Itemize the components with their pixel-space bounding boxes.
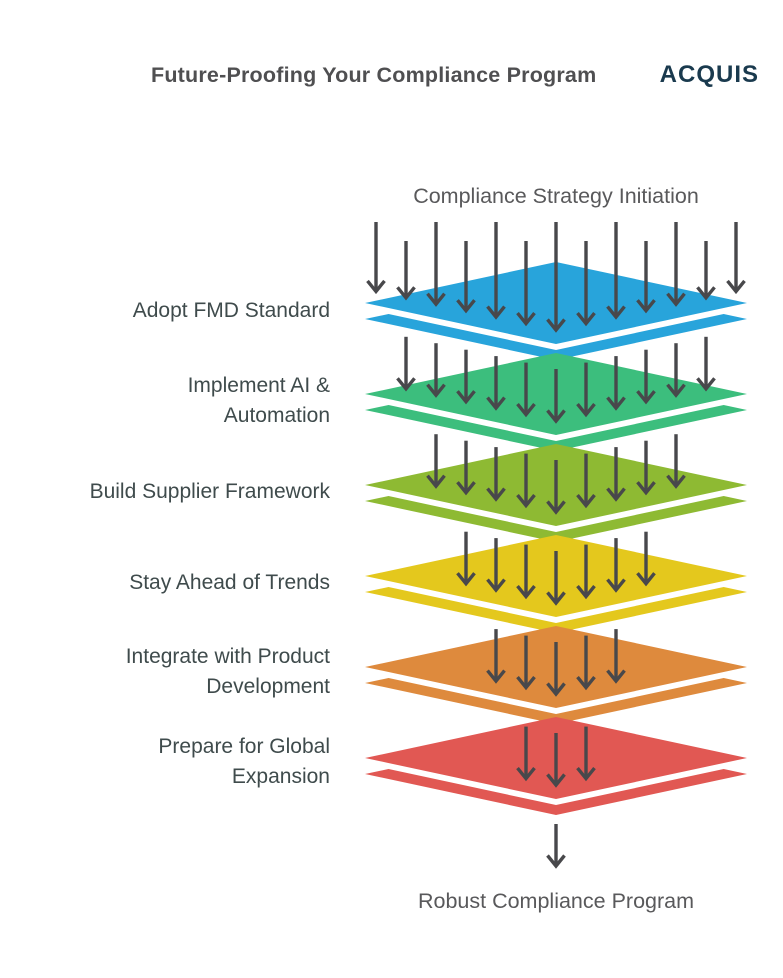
down-arrow-head [546,591,566,606]
down-arrow-head [516,403,536,418]
down-arrow-head [486,669,506,684]
down-arrow-head [516,585,536,600]
down-arrow-head [606,578,626,593]
down-arrow-head [546,854,566,869]
down-arrow-head [666,383,686,398]
layer-label-5: Integrate with Product Development [125,644,330,698]
down-arrow-head [396,377,416,392]
down-arrow-head [606,487,626,502]
down-arrow-head [666,292,686,307]
bottom-caption: Robust Compliance Program [417,889,695,913]
layer-label-6: Prepare for Global Expansion [158,734,330,788]
acquis-logo: ACQUIS [659,61,759,88]
layer-label-4: Stay Ahead of Trends [129,570,330,594]
down-arrow-head [726,279,746,295]
down-arrow-head [576,312,596,327]
down-arrow-head [576,494,596,509]
down-arrow-head [366,279,386,295]
arrow-row-2 [396,336,716,424]
down-arrow-head [516,676,536,691]
down-arrow-head [636,390,656,405]
down-arrow-head [696,286,716,301]
down-arrow-head [576,767,596,782]
down-arrow-head [696,377,716,392]
down-arrow-head [546,409,566,424]
down-arrow-head [426,292,446,307]
down-arrow-head [516,767,536,782]
down-arrow-head [426,474,446,489]
down-arrow-head [546,682,566,697]
down-arrow-head [456,572,476,587]
layer-label-3: Build Supplier Framework [89,479,330,503]
down-arrow-head [456,299,476,314]
down-arrow-head [426,383,446,398]
down-arrow-head [486,396,506,411]
down-arrow-head [396,286,416,301]
down-arrow-head [606,396,626,411]
layer-label-1: Adopt FMD Standard [132,298,330,322]
down-arrow-head [486,487,506,502]
down-arrow-head [576,676,596,691]
down-arrow-head [546,318,566,333]
arrow-row-6 [516,726,596,788]
down-arrow-head [546,500,566,515]
page-title: Future-Proofing Your Compliance Program [151,63,597,87]
down-arrow-head [636,481,656,496]
down-arrow-head [606,669,626,684]
arrow-row-7 [546,824,566,869]
down-arrow-head [576,585,596,600]
arrow-row-4 [456,531,656,606]
down-arrow-head [456,481,476,496]
down-arrow-head [516,494,536,509]
down-arrow-head [546,773,566,788]
down-arrow-head [666,474,686,489]
arrow-row-1 [366,222,746,333]
arrow-row-3 [426,434,686,515]
down-arrow-head [636,299,656,314]
down-arrow-head [486,305,506,320]
layer-shape-3 [365,444,747,542]
down-arrow-head [576,403,596,418]
down-arrow-head [486,578,506,593]
layer-label-2: Implement AI & Automation [187,373,330,427]
down-arrow-head [606,305,626,320]
arrow-row-5 [486,629,626,697]
down-arrow-head [516,312,536,327]
down-arrow-head [636,572,656,587]
top-caption: Compliance Strategy Initiation [413,184,699,208]
down-arrow-head [456,390,476,405]
